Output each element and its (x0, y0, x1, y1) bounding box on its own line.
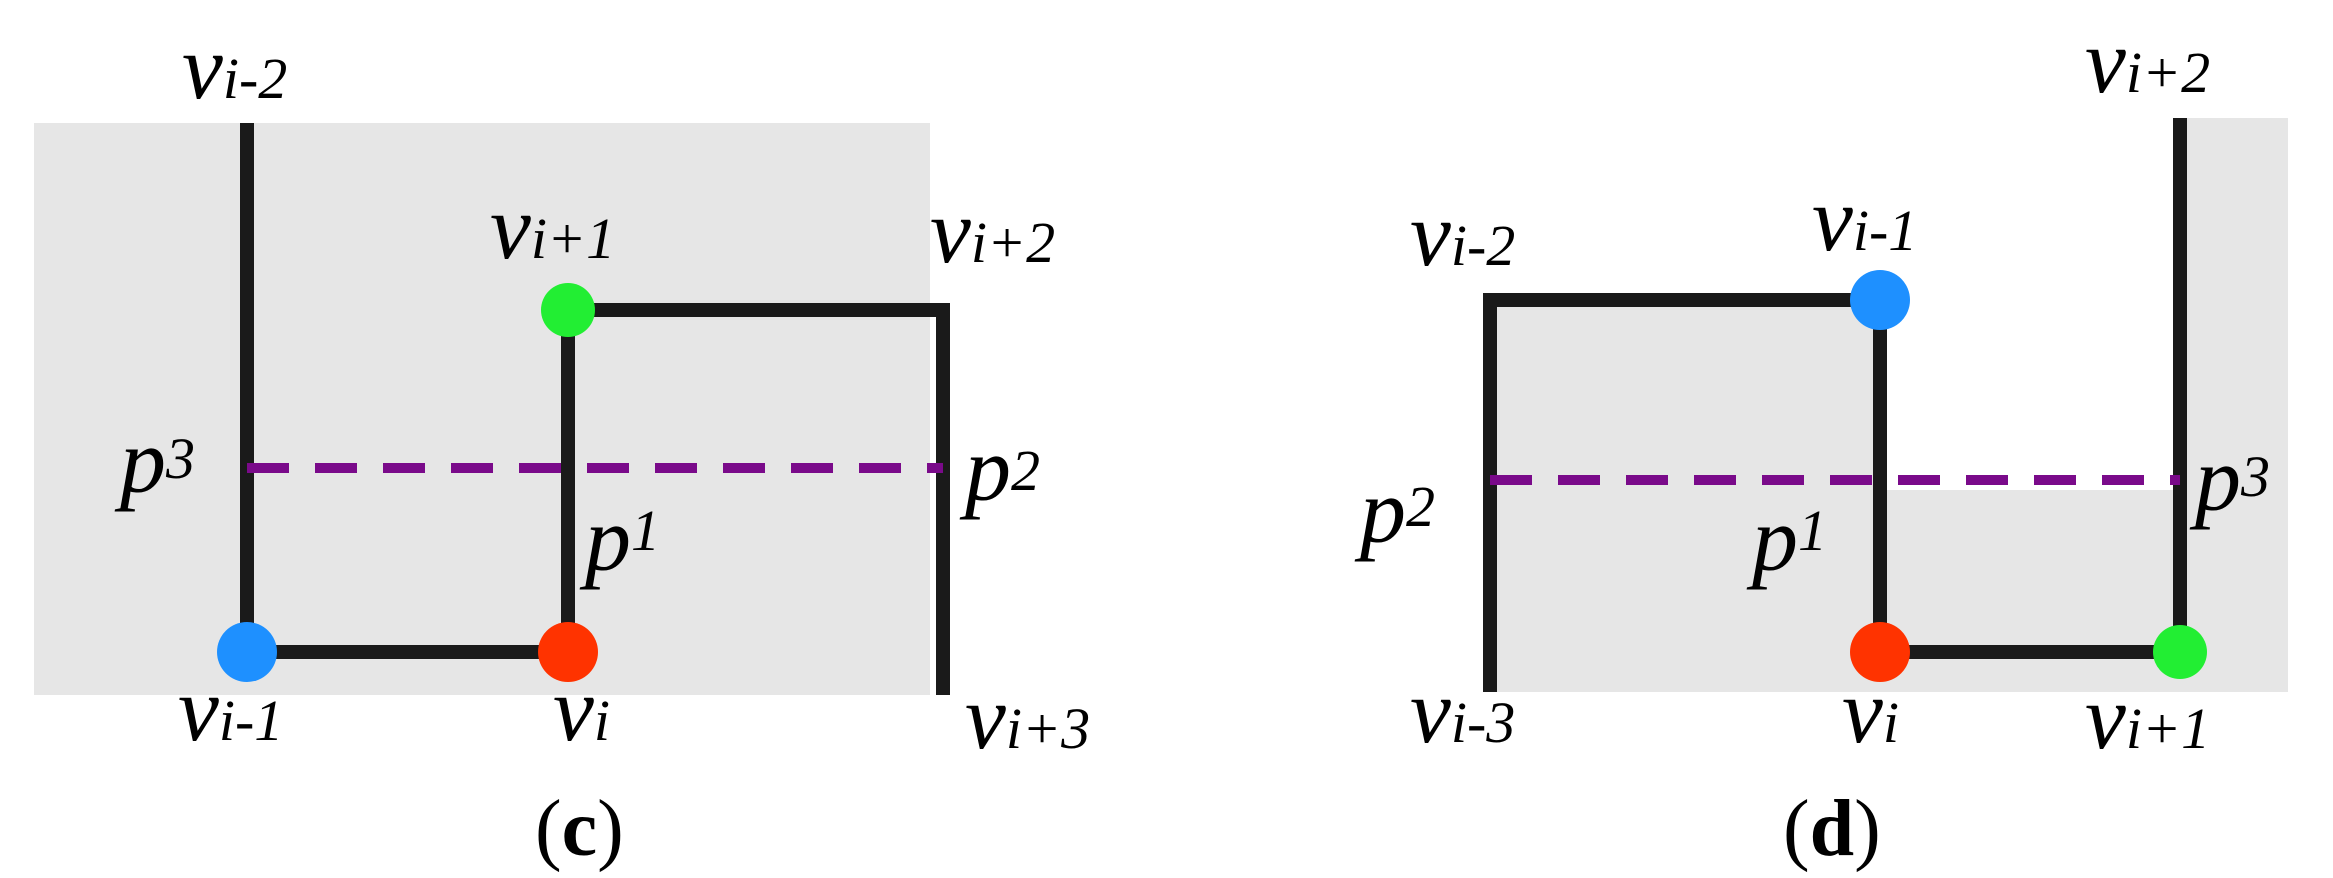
panel-d-shaded-region-left (1490, 300, 1880, 692)
panel-c-label-v-i: vi (553, 658, 610, 760)
panel-d-caption: (d) (1783, 785, 1881, 873)
panel-c-label-v-i-plus-3: vi+3 (965, 666, 1090, 768)
panel-c-caption: (c) (535, 785, 624, 873)
panel-c-path (240, 123, 950, 695)
panel-c-label-v-i-plus-2: vi+2 (930, 180, 1055, 282)
panel-c-label-p3: p3 (114, 410, 195, 512)
panel-d-label-v-i-plus-1: vi+1 (2085, 666, 2210, 768)
panel-d-label-p2: p2 (1354, 460, 1435, 562)
panel-c-label-p1: p1 (579, 488, 660, 590)
panel-c-node-v-i-minus-1 (217, 622, 277, 682)
panel-d-label-v-i-minus-2: vi-2 (1410, 183, 1515, 285)
panel-d-label-p1: p1 (1746, 488, 1827, 590)
panel-d: vi+2 vi-2 vi-1 p2 p3 p1 vi-3 vi vi+1 (d) (1354, 10, 2288, 873)
panel-c-label-p2: p2 (959, 418, 1040, 520)
panel-c: vi-2 vi+1 vi+2 p3 p2 p1 vi-1 vi vi+3 (c) (34, 16, 1090, 873)
panel-c-node-v-i (538, 622, 598, 682)
panel-c-label-v-i-plus-1: vi+1 (490, 176, 615, 278)
panel-c-label-v-i-minus-2: vi-2 (182, 16, 287, 118)
panel-c-label-v-i-minus-1: vi-1 (178, 658, 283, 760)
panel-d-label-v-i: vi (1842, 660, 1899, 762)
panel-d-label-p3: p3 (2189, 428, 2270, 530)
panel-d-label-v-i-minus-1: vi-1 (1812, 168, 1917, 270)
panel-d-path (1483, 118, 2187, 692)
panel-d-label-v-i-minus-3: vi-3 (1410, 660, 1515, 762)
panel-d-node-v-i (1850, 622, 1910, 682)
panel-d-node-v-i-minus-1 (1850, 270, 1910, 330)
panel-d-node-v-i-plus-1 (2153, 625, 2207, 679)
panel-c-shaded-region (34, 123, 930, 695)
panel-d-label-v-i-plus-2: vi+2 (2085, 10, 2210, 112)
panel-c-node-v-i-plus-1 (541, 283, 595, 337)
panel-d-shaded-region-right (2180, 118, 2288, 692)
